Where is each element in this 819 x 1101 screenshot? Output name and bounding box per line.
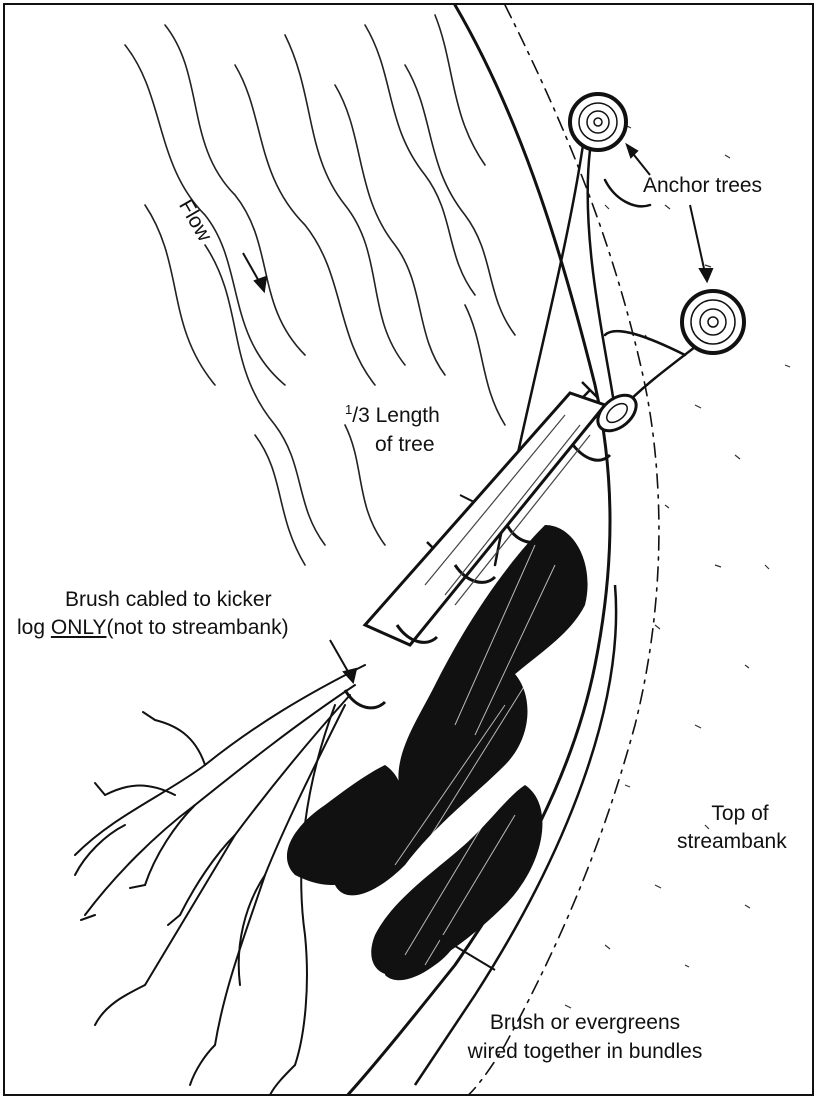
brush-cabled-only: ONLY (51, 616, 107, 639)
brush-cabled-prefix: log (17, 616, 51, 639)
streambank-label: streambank (677, 829, 787, 855)
streambank-stipple (565, 125, 790, 1008)
brush-cabled-suffix: (not to streambank) (107, 616, 289, 639)
length-text: Length (370, 404, 440, 427)
brush-cabled-label-line2: log ONLY(not to streambank) (17, 615, 289, 641)
top-of-label: Top of (695, 801, 785, 827)
anchor-tree-lower (682, 291, 744, 353)
brush-evergreens-label-line2: wired together in bundles (435, 1039, 735, 1065)
anchor-trees-label: Anchor trees (643, 173, 762, 199)
diagram-illustration (5, 5, 814, 1096)
water-ripples (125, 15, 515, 565)
one-third-length-label: 1/3 Length (345, 403, 440, 429)
brush-evergreens-label-line1: Brush or evergreens (435, 1010, 735, 1036)
brush-cabled-label-line1: Brush cabled to kicker (65, 587, 272, 613)
diagram-frame: Flow Anchor trees 1/3 Length of tree Bru… (3, 3, 814, 1096)
fraction-denominator: /3 (352, 404, 370, 427)
anchor-arrows (627, 145, 712, 281)
of-tree-label: of tree (375, 432, 435, 458)
anchor-tree-upper (570, 94, 626, 150)
